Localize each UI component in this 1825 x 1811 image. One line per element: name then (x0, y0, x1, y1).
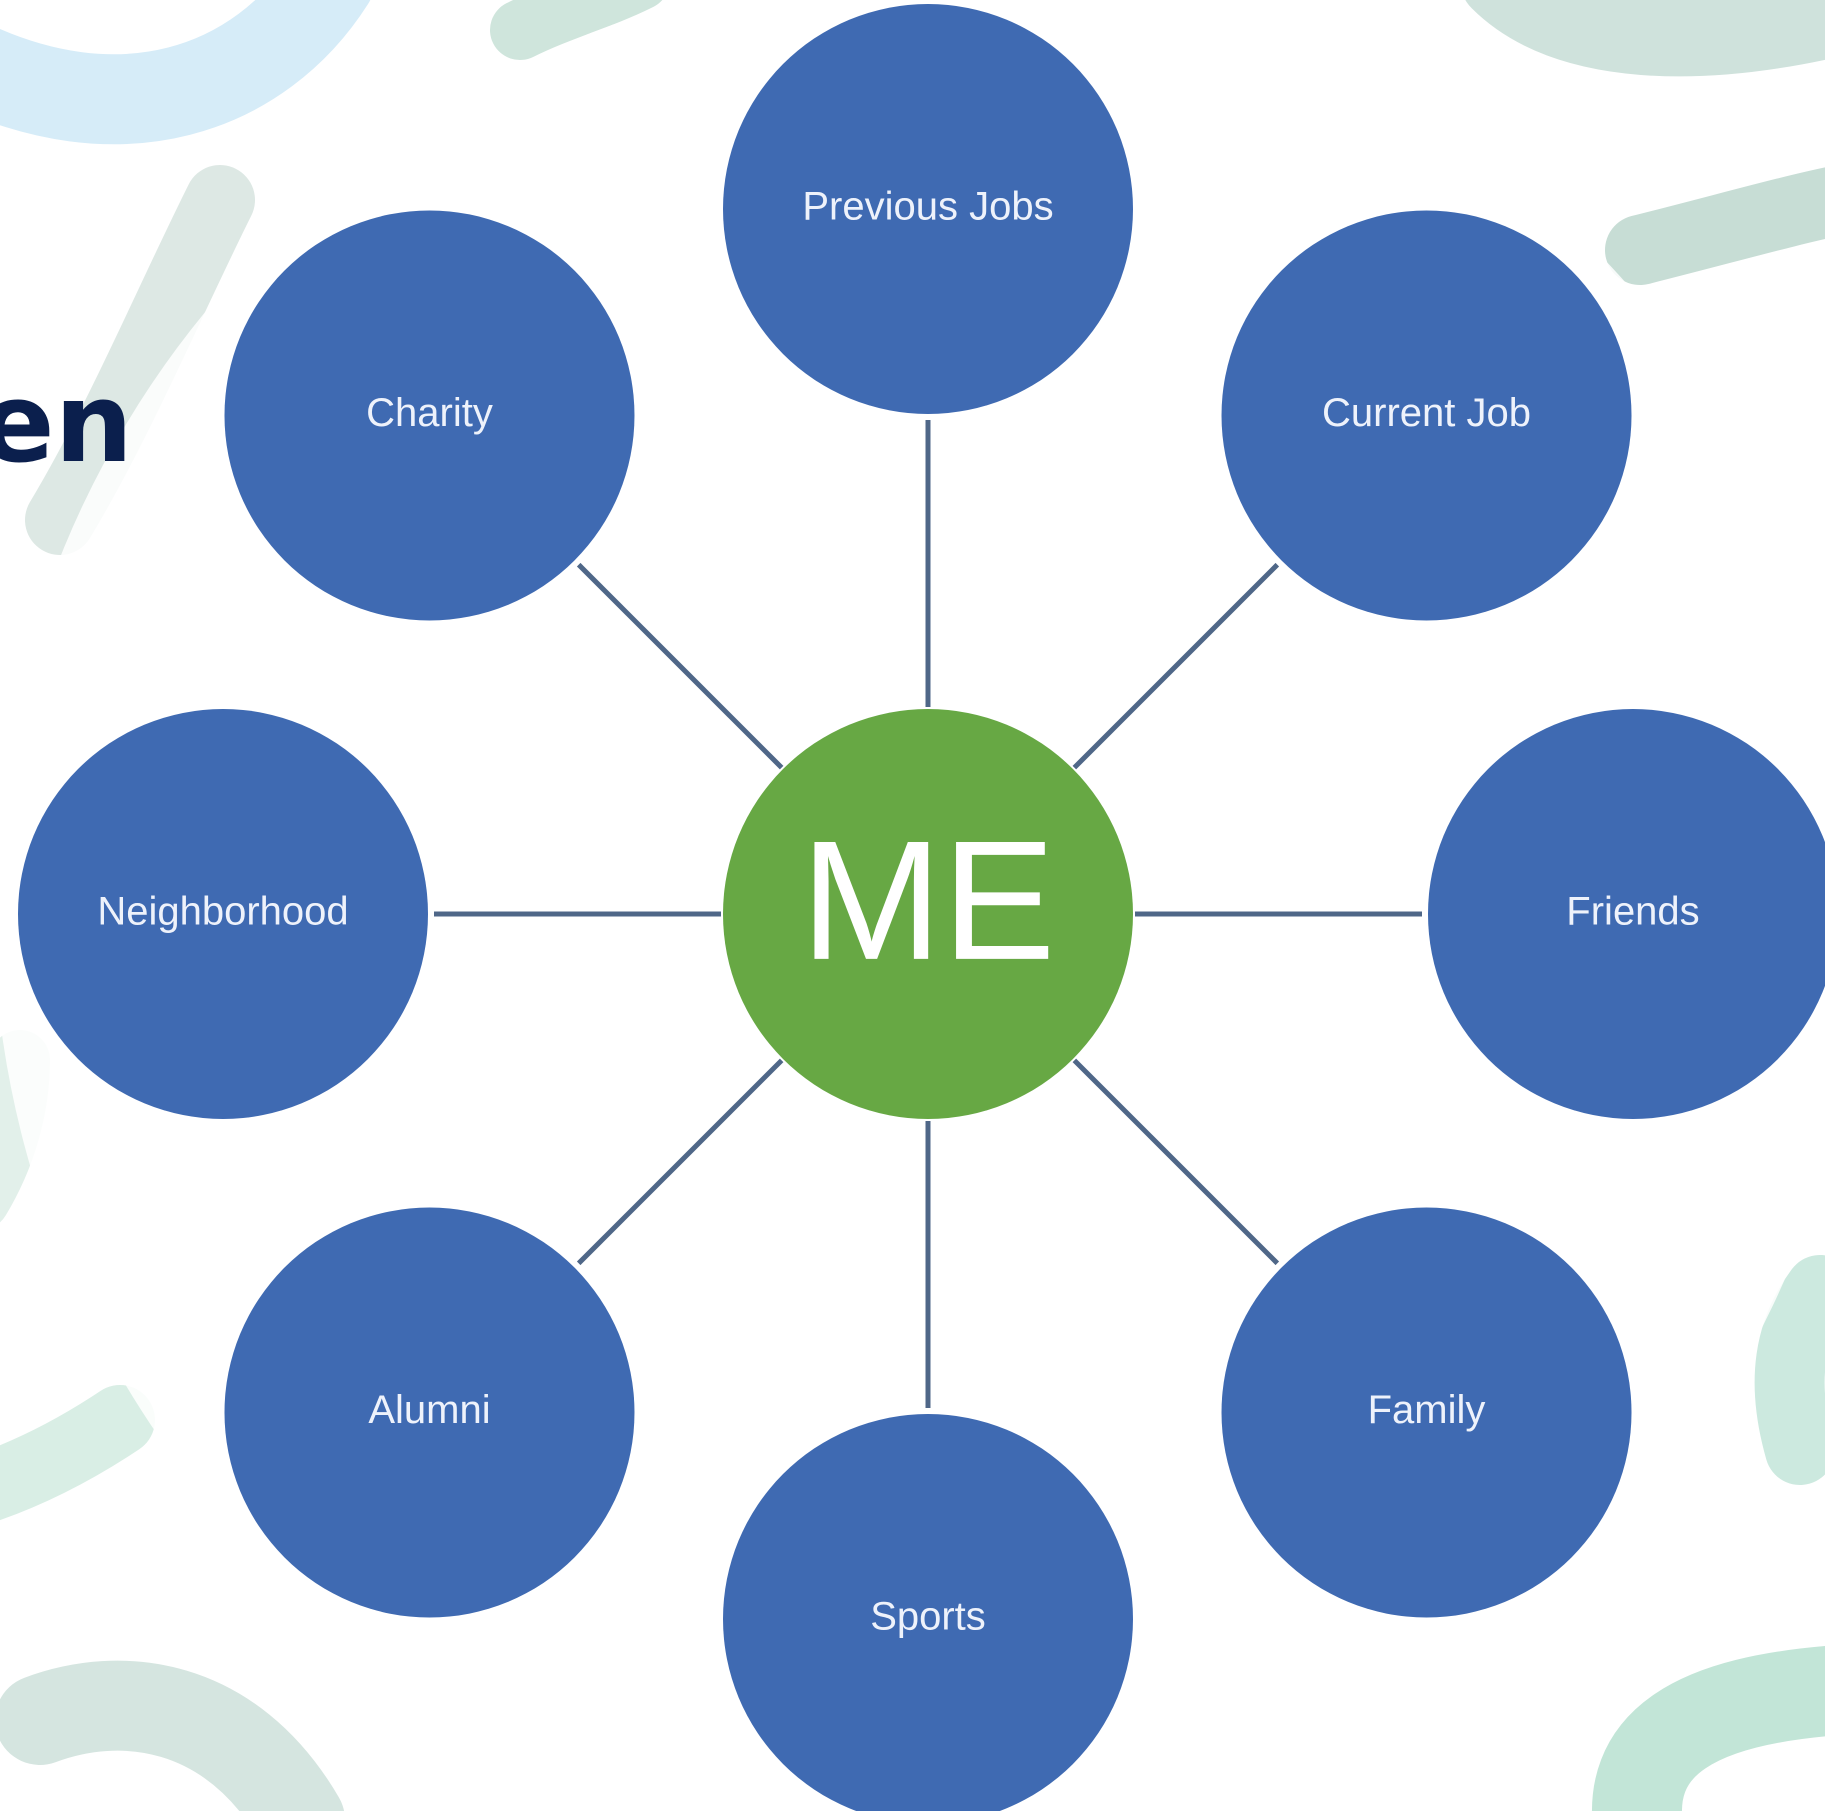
bg-swoosh-top-left-2 (25, 165, 255, 555)
node-label-sports: Sports (870, 1595, 986, 1639)
node-label-charity: Charity (366, 391, 493, 435)
node-label-friends: Friends (1566, 890, 1699, 934)
slide-title-partial: en (0, 359, 133, 487)
node-current-job: Current Job (1221, 210, 1632, 621)
node-label-family: Family (1368, 1388, 1486, 1432)
center-node: ME (723, 709, 1133, 1119)
node-circle-alumni (224, 1207, 635, 1618)
node-circle-friends (1428, 709, 1825, 1119)
node-circle-previous-jobs (723, 4, 1133, 414)
node-label-current-job: Current Job (1322, 391, 1531, 435)
bg-swoosh-top-left (0, 0, 371, 145)
connector-lines (434, 420, 1422, 1408)
node-label-neighborhood: Neighborhood (97, 890, 348, 934)
bg-swoosh-top-right (1465, 0, 1825, 77)
bg-swoosh-bottom-right (1592, 1646, 1825, 1811)
node-circle-family (1221, 1207, 1632, 1618)
node-neighborhood: Neighborhood (18, 709, 428, 1119)
node-charity: Charity (224, 210, 635, 621)
node-circle-sports (723, 1414, 1133, 1811)
node-circle-current-job (1221, 210, 1632, 621)
connector-current-job (1072, 562, 1280, 770)
bg-swoosh-left-lower (0, 1385, 155, 1521)
node-sports: Sports (723, 1414, 1133, 1811)
connector-charity (576, 562, 784, 770)
node-friends: Friends (1428, 709, 1825, 1119)
node-family: Family (1221, 1207, 1632, 1618)
node-previous-jobs: Previous Jobs (723, 4, 1133, 414)
connector-alumni (576, 1058, 784, 1266)
bg-swoosh-right-upper (1605, 167, 1825, 285)
bg-swoosh-right (1754, 1255, 1825, 1485)
node-alumni: Alumni (224, 1207, 635, 1618)
center-circle (723, 709, 1133, 1119)
node-circle-charity (224, 210, 635, 621)
node-label-previous-jobs: Previous Jobs (802, 185, 1053, 229)
connector-family (1072, 1058, 1280, 1266)
node-label-alumni: Alumni (368, 1388, 490, 1432)
bg-swoosh-bottom-left (0, 1660, 344, 1811)
node-circle-neighborhood (18, 709, 428, 1119)
bg-swoosh-top (490, 0, 663, 60)
center-label: ME (801, 806, 1056, 996)
